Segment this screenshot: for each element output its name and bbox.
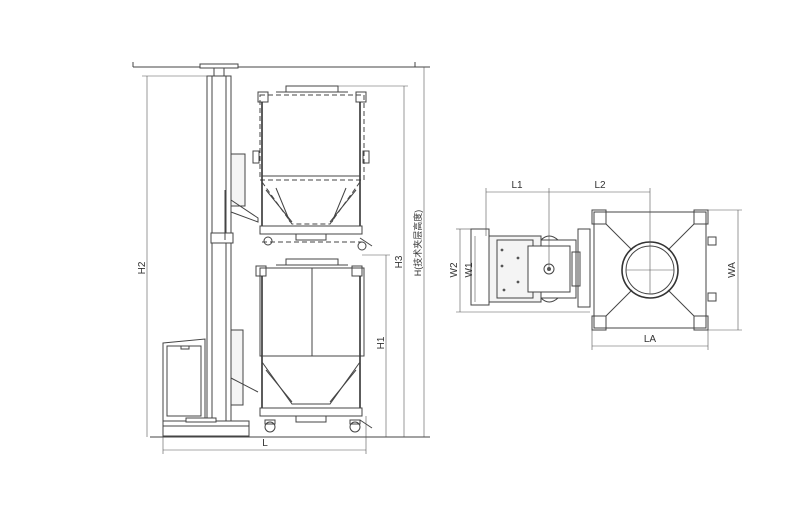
label-la: LA [644,334,657,345]
dimension-wa: WA [708,209,742,331]
dimension-h3: H3 [338,85,408,437]
dimension-l: L [162,416,367,454]
upper-ibc-container [252,85,373,251]
label-h3: H3 [394,255,405,268]
dimension-la: LA [591,330,709,350]
lifting-column [206,75,259,423]
base-plate [162,417,250,437]
lower-ibc-container [255,258,373,433]
label-wa: WA [727,262,738,278]
label-l1: L1 [511,180,523,191]
column-top-cap [199,63,239,77]
plan-view: L1 L2 W2 W1 WA LA [449,180,742,350]
dimension-w1: W1 [464,236,476,302]
dimension-h1: H1 [362,254,390,437]
dimension-h: H(技术夹层高度) [412,67,425,437]
side-elevation-view: H2 H3 H1 H(技术夹层高度) L [132,62,430,454]
label-h1: H1 [376,336,387,349]
label-l: L [262,438,268,449]
label-w1: W1 [464,262,475,277]
dimension-l1: L1 [485,180,550,269]
dimension-h2: H2 [137,75,208,437]
label-w2: W2 [449,262,460,277]
label-h: H(技术夹层高度) [412,210,423,277]
ibc-plan [591,209,717,331]
control-cabinet [162,338,206,422]
label-h2: H2 [137,261,148,274]
ceiling-line [132,62,430,68]
dimension-w2: W2 [449,228,590,313]
dimension-l2: L2 [549,180,651,246]
label-l2: L2 [594,180,606,191]
